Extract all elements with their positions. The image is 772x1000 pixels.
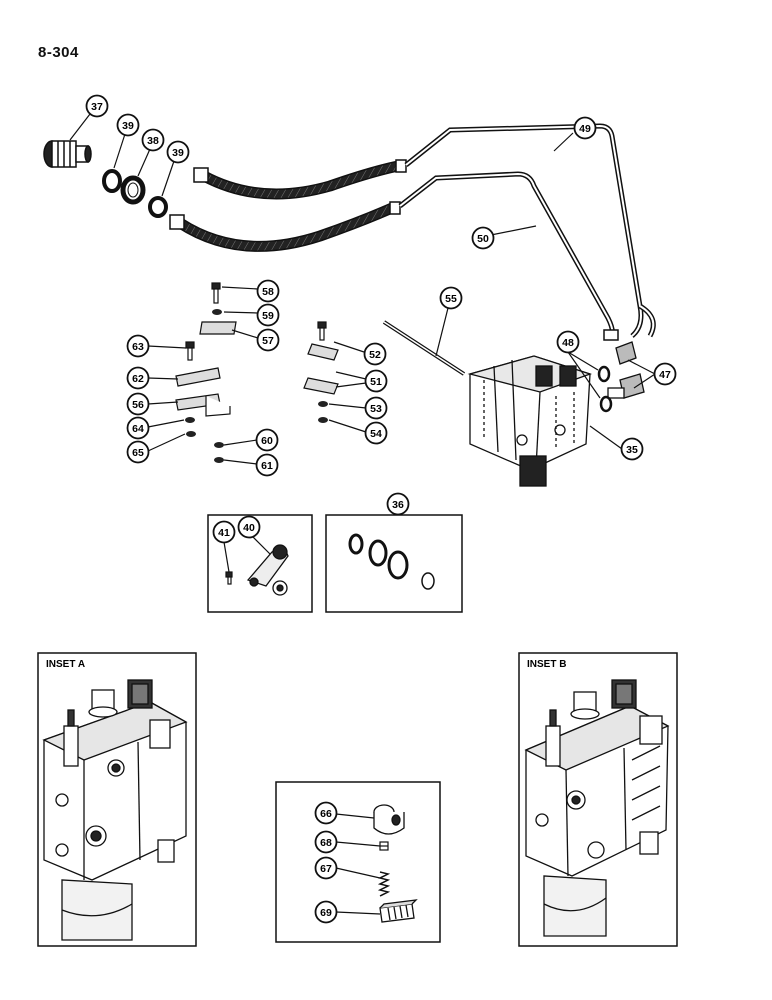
nut-part-65 bbox=[186, 431, 196, 437]
hose-upper-part-49 bbox=[193, 123, 656, 338]
svg-text:63: 63 bbox=[132, 341, 144, 353]
callout-62: 62 bbox=[126, 366, 150, 390]
svg-text:47: 47 bbox=[659, 369, 671, 381]
fitting-part-47 bbox=[607, 341, 645, 399]
callout-35: 35 bbox=[620, 437, 644, 461]
spool-kit-box bbox=[275, 781, 441, 943]
callout-41: 41 bbox=[212, 520, 236, 544]
washer-part-59 bbox=[212, 309, 222, 315]
svg-text:37: 37 bbox=[91, 101, 103, 113]
callout-60: 60 bbox=[255, 428, 279, 452]
svg-text:35: 35 bbox=[626, 444, 638, 456]
callout-47: 47 bbox=[653, 362, 677, 386]
inset-b: INSET B bbox=[518, 652, 678, 947]
svg-text:51: 51 bbox=[370, 376, 382, 388]
callout-55: 55 bbox=[439, 286, 463, 310]
svg-text:39: 39 bbox=[172, 147, 184, 159]
nut-part-60 bbox=[214, 442, 224, 448]
cap-part-66 bbox=[373, 804, 405, 835]
callout-37: 37 bbox=[85, 94, 109, 118]
nut-part-64 bbox=[185, 417, 195, 423]
callout-64: 64 bbox=[126, 416, 150, 440]
svg-text:62: 62 bbox=[132, 373, 144, 385]
svg-text:66: 66 bbox=[320, 808, 332, 820]
callout-40: 40 bbox=[237, 515, 261, 539]
svg-text:39: 39 bbox=[122, 120, 134, 132]
svg-text:53: 53 bbox=[370, 403, 382, 415]
bolt-part-58 bbox=[211, 282, 221, 304]
clamp-part-51 bbox=[303, 343, 339, 395]
svg-text:56: 56 bbox=[132, 399, 144, 411]
callout-65: 65 bbox=[126, 440, 150, 464]
svg-text:67: 67 bbox=[320, 863, 332, 875]
svg-text:65: 65 bbox=[132, 447, 144, 459]
seal-kit-box-36 bbox=[325, 514, 463, 613]
svg-text:38: 38 bbox=[147, 135, 159, 147]
svg-text:41: 41 bbox=[218, 527, 230, 539]
plate-part-57 bbox=[199, 321, 237, 335]
lever-part-40 bbox=[246, 544, 289, 596]
svg-text:59: 59 bbox=[262, 310, 274, 322]
backup-ring-part-38 bbox=[120, 175, 146, 205]
svg-text:61: 61 bbox=[261, 460, 273, 472]
callout-50: 50 bbox=[471, 226, 495, 250]
svg-text:69: 69 bbox=[320, 907, 332, 919]
bracket-part-56 bbox=[175, 393, 231, 417]
page-number: 8-304 bbox=[38, 44, 79, 61]
svg-text:57: 57 bbox=[262, 335, 274, 347]
svg-text:55: 55 bbox=[445, 293, 457, 305]
control-valve-part-35 bbox=[467, 355, 593, 487]
spacer-part-68 bbox=[379, 841, 389, 851]
spring-part-67 bbox=[377, 871, 391, 897]
bolt-part-52 bbox=[317, 321, 327, 341]
o-ring-part-48 bbox=[597, 365, 613, 413]
bracket-part-62 bbox=[175, 367, 221, 387]
svg-text:49: 49 bbox=[579, 123, 591, 135]
callout-58: 58 bbox=[256, 279, 280, 303]
nut-part-53 bbox=[318, 401, 328, 407]
svg-text:48: 48 bbox=[562, 337, 574, 349]
callout-53: 53 bbox=[364, 396, 388, 420]
spool-end-part-69 bbox=[379, 899, 418, 923]
callout-36: 36 bbox=[386, 492, 410, 516]
svg-text:68: 68 bbox=[320, 837, 332, 849]
callout-38: 38 bbox=[141, 128, 165, 152]
svg-text:58: 58 bbox=[262, 286, 274, 298]
o-ring-part-39a bbox=[102, 169, 122, 193]
svg-text:50: 50 bbox=[477, 233, 489, 245]
svg-text:40: 40 bbox=[243, 522, 255, 534]
callout-54: 54 bbox=[364, 421, 388, 445]
nut-part-54 bbox=[318, 417, 328, 423]
o-ring-part-39b bbox=[148, 196, 168, 218]
svg-text:60: 60 bbox=[261, 435, 273, 447]
callout-39b: 39 bbox=[166, 140, 190, 164]
callout-48: 48 bbox=[556, 330, 580, 354]
callout-52: 52 bbox=[363, 342, 387, 366]
callout-56: 56 bbox=[126, 392, 150, 416]
inset-a-label: INSET A bbox=[46, 659, 85, 670]
callout-67: 67 bbox=[314, 856, 338, 880]
callout-61: 61 bbox=[255, 453, 279, 477]
tie-rod-part-55 bbox=[382, 320, 466, 376]
callout-69: 69 bbox=[314, 900, 338, 924]
hose-lower-part-50 bbox=[169, 171, 619, 341]
coupler-part-37 bbox=[43, 140, 92, 168]
svg-text:52: 52 bbox=[369, 349, 381, 361]
bolt-part-63 bbox=[185, 341, 195, 361]
callout-63: 63 bbox=[126, 334, 150, 358]
inset-b-label: INSET B bbox=[527, 659, 566, 670]
callout-59: 59 bbox=[256, 303, 280, 327]
callout-66: 66 bbox=[314, 801, 338, 825]
inset-a: INSET A bbox=[37, 652, 197, 947]
nut-part-61 bbox=[214, 457, 224, 463]
svg-text:54: 54 bbox=[370, 428, 382, 440]
callout-49: 49 bbox=[573, 116, 597, 140]
svg-text:64: 64 bbox=[132, 423, 144, 435]
callout-39a: 39 bbox=[116, 113, 140, 137]
callout-68: 68 bbox=[314, 830, 338, 854]
callout-51: 51 bbox=[364, 369, 388, 393]
callout-57: 57 bbox=[256, 328, 280, 352]
svg-text:36: 36 bbox=[392, 499, 404, 511]
